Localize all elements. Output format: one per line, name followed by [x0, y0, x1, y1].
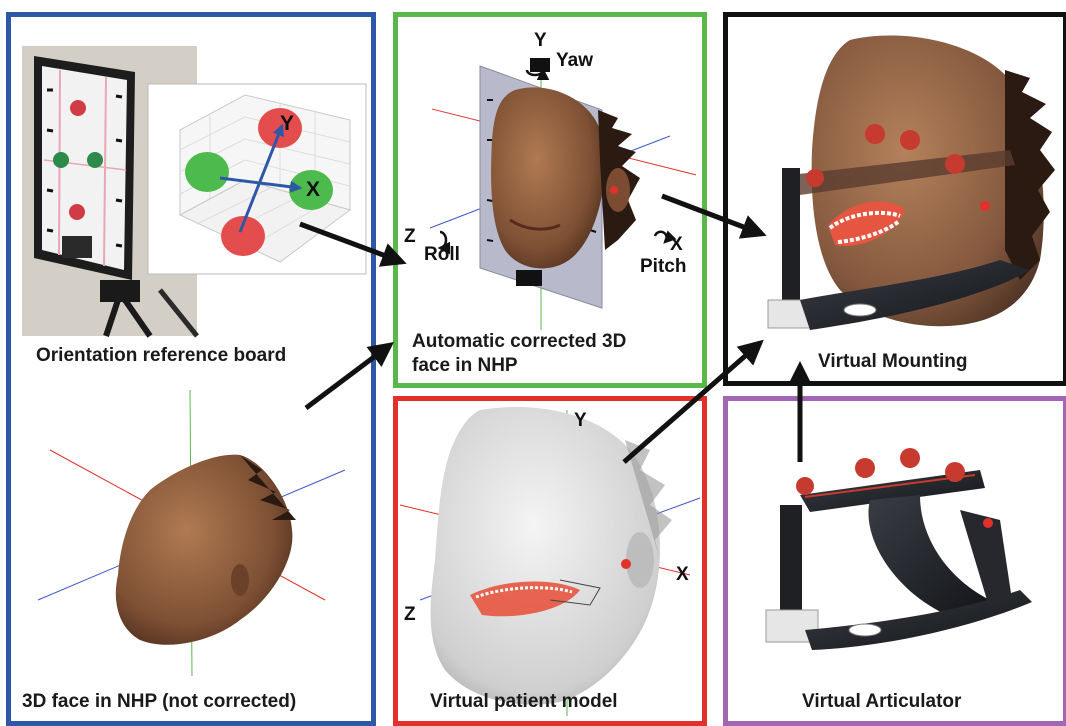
red-dot [69, 204, 85, 220]
patient-y-label: Y [574, 410, 587, 431]
orientation-board-photo [22, 46, 199, 338]
caption-virtual-mounting: Virtual Mounting [818, 351, 968, 372]
green-dot [53, 152, 69, 168]
face-uncorrected [37, 389, 346, 677]
corrected-roll-label: Roll [424, 244, 460, 265]
panel-corrected-face [393, 12, 707, 388]
3d-scatter-plot [147, 83, 367, 275]
corrected-z-label: Z [404, 226, 416, 247]
red-dot [70, 100, 86, 116]
caption-orientation-board: Orientation reference board [36, 345, 287, 366]
flow-arrows [299, 193, 813, 464]
panel-virtual-mounting [723, 12, 1066, 386]
corrected-pitch-label: Pitch [640, 256, 687, 277]
arrow-corrected-to-mounting [661, 193, 767, 239]
corrected-x-label: X [670, 234, 683, 255]
patient-x-label: X [676, 564, 689, 585]
plot-y-label: Y [280, 112, 295, 135]
plot-x-label: X [306, 178, 321, 201]
caption-corrected-line2: face in NHP [412, 355, 518, 376]
caption-corrected-line1: Automatic corrected 3D [412, 331, 627, 352]
caption-virtual-patient: Virtual patient model [430, 691, 618, 712]
green-dot [87, 152, 103, 168]
arrow-patient-to-mounting [622, 339, 764, 464]
face-corrected [429, 58, 697, 330]
virtual-patient-illustration [399, 406, 701, 716]
patient-z-label: Z [404, 604, 416, 625]
corrected-yaw-label: Yaw [556, 50, 593, 71]
corrected-y-label: Y [534, 30, 547, 51]
virtual-mounting-illustration [767, 35, 1055, 330]
arrow-plot-to-corrected [299, 221, 407, 267]
arrow-uncorrected-to-corrected [304, 342, 394, 410]
caption-nhp-uncorrected: 3D face in NHP (not corrected) [22, 691, 297, 712]
virtual-articulator-illustration [765, 448, 1032, 650]
caption-virtual-articulator: Virtual Articulator [802, 691, 962, 712]
